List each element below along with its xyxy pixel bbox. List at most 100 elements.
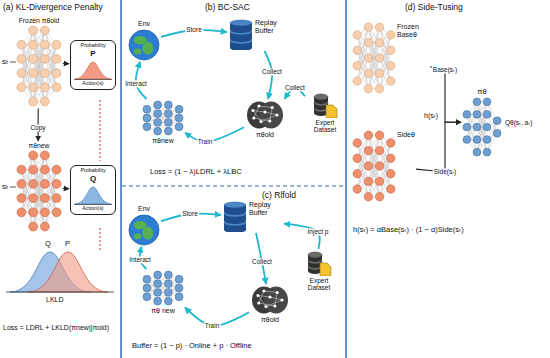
network-links — [467, 102, 497, 152]
edge-label: Copy — [29, 124, 46, 131]
network-neurons — [143, 271, 183, 305]
node-label: πθold — [256, 131, 274, 139]
edge-label: Interact — [128, 256, 152, 263]
distribution-plot — [74, 185, 112, 205]
node-label: Replay Buffer — [249, 201, 283, 216]
brain-links — [253, 106, 277, 122]
brain-node — [256, 294, 259, 297]
node-label: Sideθ — [397, 131, 415, 139]
database-layer — [230, 27, 252, 33]
network-link — [158, 275, 169, 301]
network-neuron — [40, 151, 49, 160]
expert-file — [326, 105, 337, 118]
brain-nodes — [256, 289, 283, 308]
network-neuron — [473, 123, 481, 131]
buffer-formula: Buffer = (1 − p) · Online + p · Offline — [132, 342, 252, 351]
network-neuron — [29, 41, 38, 50]
network-neuron — [154, 127, 162, 135]
network-neuron — [29, 98, 38, 107]
environment: Env — [128, 205, 160, 246]
globe-land — [134, 36, 154, 55]
network-neuron — [29, 69, 38, 78]
node-label: Expert Dataset — [300, 277, 338, 291]
network-neuron — [353, 46, 361, 54]
network-neuron — [364, 177, 372, 185]
net-icon — [462, 97, 502, 157]
brain-node — [276, 291, 279, 294]
connector — [63, 188, 69, 189]
old-policy: πθold — [245, 100, 285, 139]
network-neuron — [375, 85, 383, 93]
network-neuron — [29, 208, 38, 217]
network-neuron — [175, 293, 183, 301]
network-neuron — [353, 169, 361, 177]
edge-label: Inject p — [307, 228, 330, 235]
network-neuron — [353, 154, 361, 162]
network-neuron — [387, 139, 395, 147]
network-neuron — [375, 193, 383, 201]
replay-buffer: Replay Buffer — [222, 200, 283, 232]
axis-line — [74, 79, 112, 80]
network-neuron — [40, 41, 49, 50]
node-label: πθnew — [152, 137, 174, 145]
globe-sea — [129, 30, 159, 60]
network-links — [21, 31, 56, 102]
connector — [63, 63, 69, 64]
db-icon — [228, 18, 254, 50]
net-icon — [352, 130, 396, 202]
network-neuron — [353, 139, 361, 147]
input-line — [10, 62, 16, 63]
brain-link — [259, 106, 272, 108]
brain-node — [275, 113, 278, 116]
network-neurons — [463, 98, 501, 156]
network-neuron — [17, 83, 26, 92]
node-label: πθ — [477, 88, 486, 96]
node-label: πθnew — [29, 142, 50, 149]
database-top — [230, 20, 252, 26]
edge-label: Store — [181, 210, 199, 217]
network-neuron — [364, 131, 372, 139]
globe-icon — [128, 29, 160, 61]
network-neuron — [364, 38, 372, 46]
network-neuron — [29, 166, 38, 175]
network-neuron — [353, 61, 361, 69]
panel-divider — [122, 186, 345, 187]
network-neuron — [463, 136, 471, 144]
network-neuron — [164, 297, 172, 305]
network-neuron — [40, 208, 49, 217]
network-neuron — [175, 105, 183, 113]
globe-land — [142, 226, 153, 239]
network-neuron — [143, 293, 151, 301]
guide-line — [100, 228, 101, 250]
network-neuron — [17, 166, 26, 175]
database-layer — [224, 209, 246, 215]
network-link — [21, 45, 33, 88]
p-distribution-curve — [28, 252, 108, 292]
network-link — [158, 275, 169, 301]
network-neuron — [40, 69, 49, 78]
network-links — [147, 275, 179, 301]
new-policy-network: πθnew — [142, 100, 184, 145]
brain-icon — [245, 100, 285, 130]
axis-line — [74, 204, 112, 205]
network-neuron — [175, 284, 183, 292]
network-links — [357, 135, 391, 197]
loss-formula: Loss = LDRL + LKLD(πnew||πold) — [3, 324, 119, 332]
brain-link — [275, 293, 277, 307]
network-neuron — [375, 23, 383, 31]
network-link — [33, 59, 45, 102]
net-icon — [142, 270, 184, 306]
network-neuron — [375, 38, 383, 46]
network-neuron — [154, 288, 162, 296]
node-label: Expert Dataset — [306, 119, 344, 133]
edge-label: Collect — [251, 258, 273, 265]
distribution-label: Q — [90, 175, 96, 184]
probability-box: ProbabilityPAction(s) — [70, 40, 116, 90]
fusion-formula: h(sₜ) = αBase(sₜ) · (1 − α)Side(sₜ) — [353, 226, 464, 235]
network-neuron — [52, 41, 61, 50]
input-line — [10, 187, 16, 188]
network-neuron — [154, 118, 162, 126]
network-neuron — [473, 149, 481, 157]
network-neuron — [164, 110, 172, 118]
